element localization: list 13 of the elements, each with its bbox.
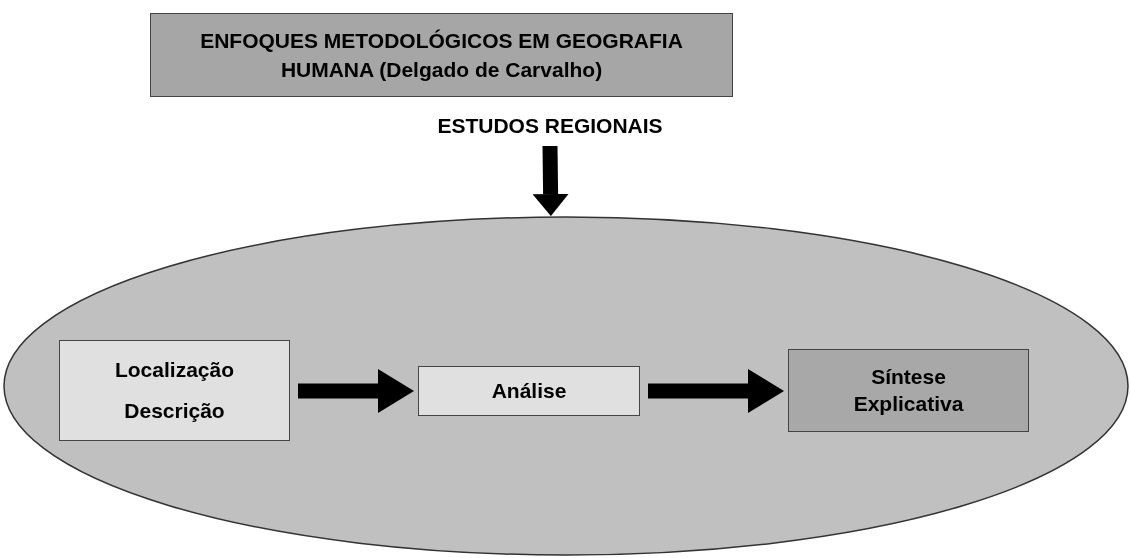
node-label: ESTUDOS REGIONAIS <box>437 112 663 139</box>
process-box <box>788 349 1029 432</box>
node-label: Síntese Explicativa <box>852 364 965 417</box>
block-arrow <box>298 369 414 413</box>
process-box <box>418 366 640 416</box>
node-label: Análise <box>491 377 567 404</box>
block-arrow <box>532 145 569 217</box>
node-label: Localização <box>114 356 235 383</box>
block-arrow <box>648 369 784 413</box>
process-box <box>59 340 290 441</box>
ellipse-region <box>3 216 1129 556</box>
title-text: ENFOQUES METODOLÓGICOS EM GEOGRAFIA HUMANA (Delgado de Carvalho) <box>199 27 684 83</box>
node-label: Descrição <box>124 398 225 425</box>
